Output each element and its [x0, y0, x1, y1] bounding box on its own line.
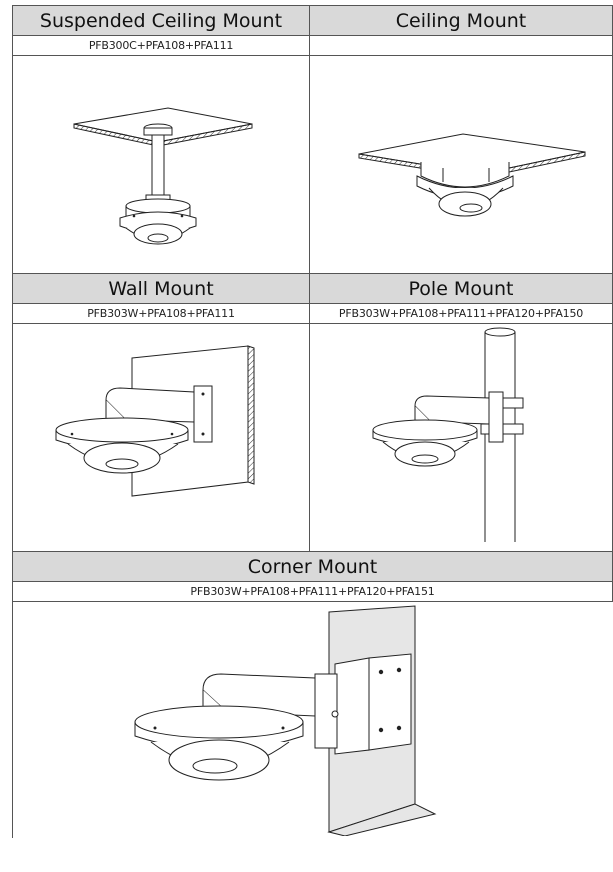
- wall-mount-illustration: [12, 323, 310, 552]
- corner-mount-title: Corner Mount: [12, 551, 613, 582]
- pole-mount-icon: [372, 327, 524, 542]
- suspended-ceiling-mount-model: PFB300C+PFA108+PFA111: [12, 35, 310, 56]
- ceiling-mount-model: [309, 35, 613, 56]
- mount-table: Suspended Ceiling Mount Ceiling Mount PF…: [12, 5, 613, 838]
- wall-mount-title: Wall Mount: [12, 273, 310, 304]
- pole-mount-illustration: [309, 323, 613, 552]
- suspended-ceiling-mount-title: Suspended Ceiling Mount: [12, 5, 310, 36]
- wall-mount-model: PFB303W+PFA108+PFA111: [12, 303, 310, 324]
- ceiling-mount-title: Ceiling Mount: [309, 5, 613, 36]
- ceiling-mount-icon: [358, 132, 586, 216]
- suspended-ceiling-mount-illustration: [12, 55, 310, 274]
- wall-mount-icon: [55, 344, 255, 497]
- corner-mount-icon: [134, 605, 437, 836]
- corner-mount-model: PFB303W+PFA108+PFA111+PFA120+PFA151: [12, 581, 613, 602]
- corner-mount-illustration: [12, 601, 613, 838]
- suspended-ceiling-icon: [73, 106, 253, 244]
- pole-mount-model: PFB303W+PFA108+PFA111+PFA120+PFA150: [309, 303, 613, 324]
- ceiling-mount-illustration: [309, 55, 613, 274]
- pole-mount-title: Pole Mount: [309, 273, 613, 304]
